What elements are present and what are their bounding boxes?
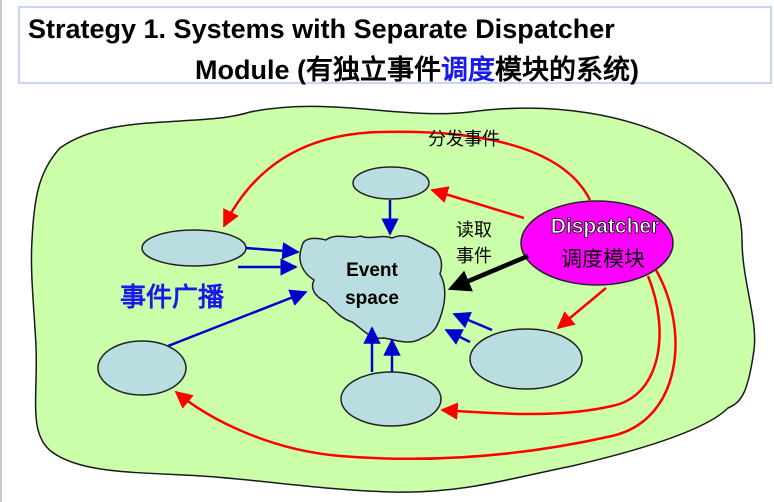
dispatch-arrow-to-bottom-node [440,275,661,420]
broadcast-arrow-bottom-left [167,289,308,348]
event-space-label-1: Event [346,260,398,281]
dispatcher-label-1: Dispatcher [551,215,660,238]
title-line-2-suffix: 模块的系统) [494,55,639,85]
broadcast-arrow-right-1 [444,328,471,345]
dispatch-arrow-to-top-node [430,186,525,220]
slide-left-rule [0,0,2,502]
read-events-label-2: 事件 [456,246,492,267]
component-node-bottom-left [97,340,187,396]
read-events-label-1: 读取 [456,220,492,241]
broadcast-arrow-right-2 [452,312,493,332]
dispatch-arrow-to-right-node [556,287,607,330]
event-space-blob [299,235,446,343]
title-line-2-highlight: 调度 [440,55,495,85]
title-line-1: Strategy 1. Systems with Separate Dispat… [28,14,615,44]
dispatch-arrow-to-left-node [222,130,592,228]
dispatch-arrows [174,130,677,461]
component-node-bottom [340,371,442,427]
component-node-left [141,229,247,267]
title-line-2: Module (有独立事件调度模块的系统) [195,48,639,87]
event-space-label-2: space [345,288,399,309]
dispatcher-label-2: 调度模块 [561,247,645,271]
dispatch-events-label: 分发事件 [428,129,500,150]
component-node-top [352,166,430,200]
dispatcher-node [520,200,674,286]
read-events-arrow [447,253,529,292]
title-box: Strategy 1. Systems with Separate Dispat… [18,6,772,87]
title-line-2-prefix: Module (有独立事件 [195,55,441,85]
dispatch-arrow-to-bottom-left-node [174,269,677,461]
broadcast-arrows [167,200,493,372]
broadcast-label: 事件广播 [120,283,225,313]
component-node-right [469,328,583,390]
broadcast-arrow-left-1 [245,242,300,260]
